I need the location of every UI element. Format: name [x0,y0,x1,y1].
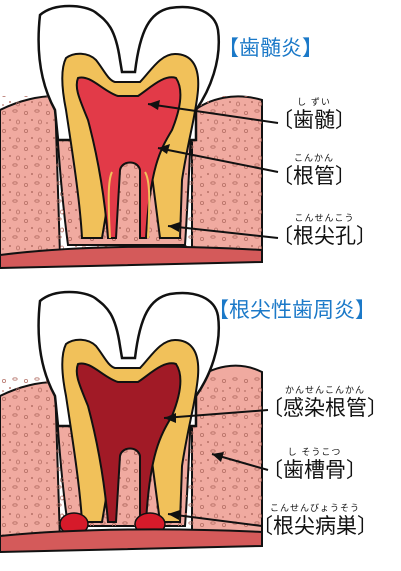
label-apical-foramen: こんせんこう 〔根尖孔〕 [272,214,377,248]
label-infected-canal-ruby: かんせんこんかん [262,386,388,396]
label-root-canal-ruby: こんかん [272,154,356,164]
label-pulp-text: 〔歯髄〕 [272,108,356,132]
label-periapical-lesion-ruby: こんせんびょうそう [252,504,378,514]
label-infected-canal-text: 〔感染根管〕 [262,396,388,420]
pulpitis-title: 【歯髄炎】 [218,32,323,62]
label-apical-foramen-text: 〔根尖孔〕 [272,224,377,248]
label-alveolar-bone-ruby: し そうこつ [262,448,367,458]
label-pulp: し ずい 〔歯髄〕 [272,98,356,132]
label-infected-canal: かんせんこんかん 〔感染根管〕 [262,386,388,420]
label-apical-foramen-ruby: こんせんこう [272,214,377,224]
apical-periodontitis-title: 【根尖性歯周炎】 [208,294,376,324]
label-root-canal: こんかん 〔根管〕 [272,154,356,188]
pulpitis-panel: 【歯髄炎】 し ずい 〔歯髄〕 こんかん 〔根管〕 こんせんこう 〔根尖孔〕 [0,0,401,285]
label-pulp-ruby: し ずい [272,98,356,108]
bone-floor [0,529,262,552]
label-root-canal-text: 〔根管〕 [272,164,356,188]
apical-periodontitis-panel: 【根尖性歯周炎】 かんせんこんかん 〔感染根管〕 し そうこつ 〔歯槽骨〕 こん… [0,286,401,571]
label-periapical-lesion: こんせんびょうそう 〔根尖病巣〕 [252,504,378,538]
label-alveolar-bone-text: 〔歯槽骨〕 [262,458,367,482]
label-alveolar-bone: し そうこつ 〔歯槽骨〕 [262,448,367,482]
label-periapical-lesion-text: 〔根尖病巣〕 [252,514,378,538]
